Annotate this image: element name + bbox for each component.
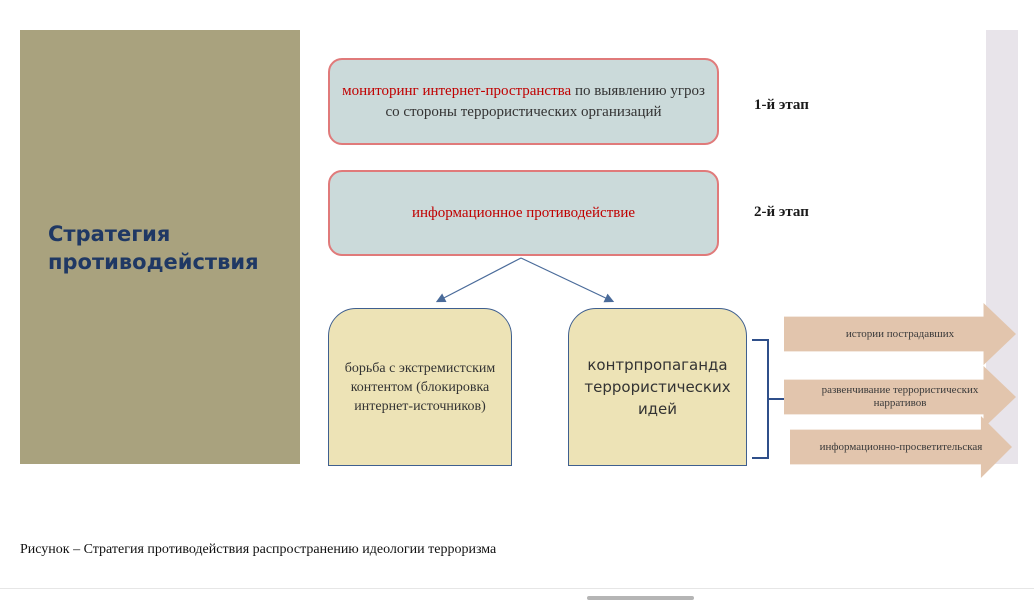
branch-counter-propaganda: контрпропаганда террористических идей (568, 308, 747, 466)
stage-1-highlight: мониторинг интернет-пространства (342, 82, 572, 99)
divider (0, 588, 1034, 589)
stage-2-box: информационное противодействие (328, 170, 719, 256)
arrow-debunking-narratives-text: развенчивание террористических нарративо… (821, 384, 979, 409)
connector-right (520, 257, 615, 303)
strategy-panel (20, 30, 300, 464)
stage-1-rest: по выявлению угроз со стороны террористи… (385, 82, 705, 120)
figure-caption: Рисунок – Стратегия противодействия расп… (20, 542, 497, 557)
grouping-bracket (752, 339, 784, 459)
stage-2-label: 2-й этап (754, 204, 809, 220)
stage-2-text: информационное противодействие (412, 203, 635, 224)
branch-counter-propaganda-text: контрпропаганда террористических идей (584, 356, 731, 418)
branch-content-blocking-text: борьба с экстремистским контентом (блоки… (344, 360, 496, 414)
strategy-title: Стратегия противодействия (48, 222, 259, 274)
stage-1-text: мониторинг интернет-пространства по выяв… (340, 81, 707, 123)
stage-1-box: мониторинг интернет-пространства по выяв… (328, 58, 719, 145)
horizontal-scrollbar[interactable] (587, 596, 694, 600)
branch-content-blocking: борьба с экстремистским контентом (блоки… (328, 308, 512, 466)
arrow-educational-text: информационно-просветительская (819, 440, 983, 453)
arrow-victim-stories-text: истории пострадавших (845, 327, 955, 340)
stage-1-label: 1-й этап (754, 97, 809, 113)
stage-2-highlight: информационное противодействие (411, 204, 636, 221)
connector-left (435, 257, 522, 303)
